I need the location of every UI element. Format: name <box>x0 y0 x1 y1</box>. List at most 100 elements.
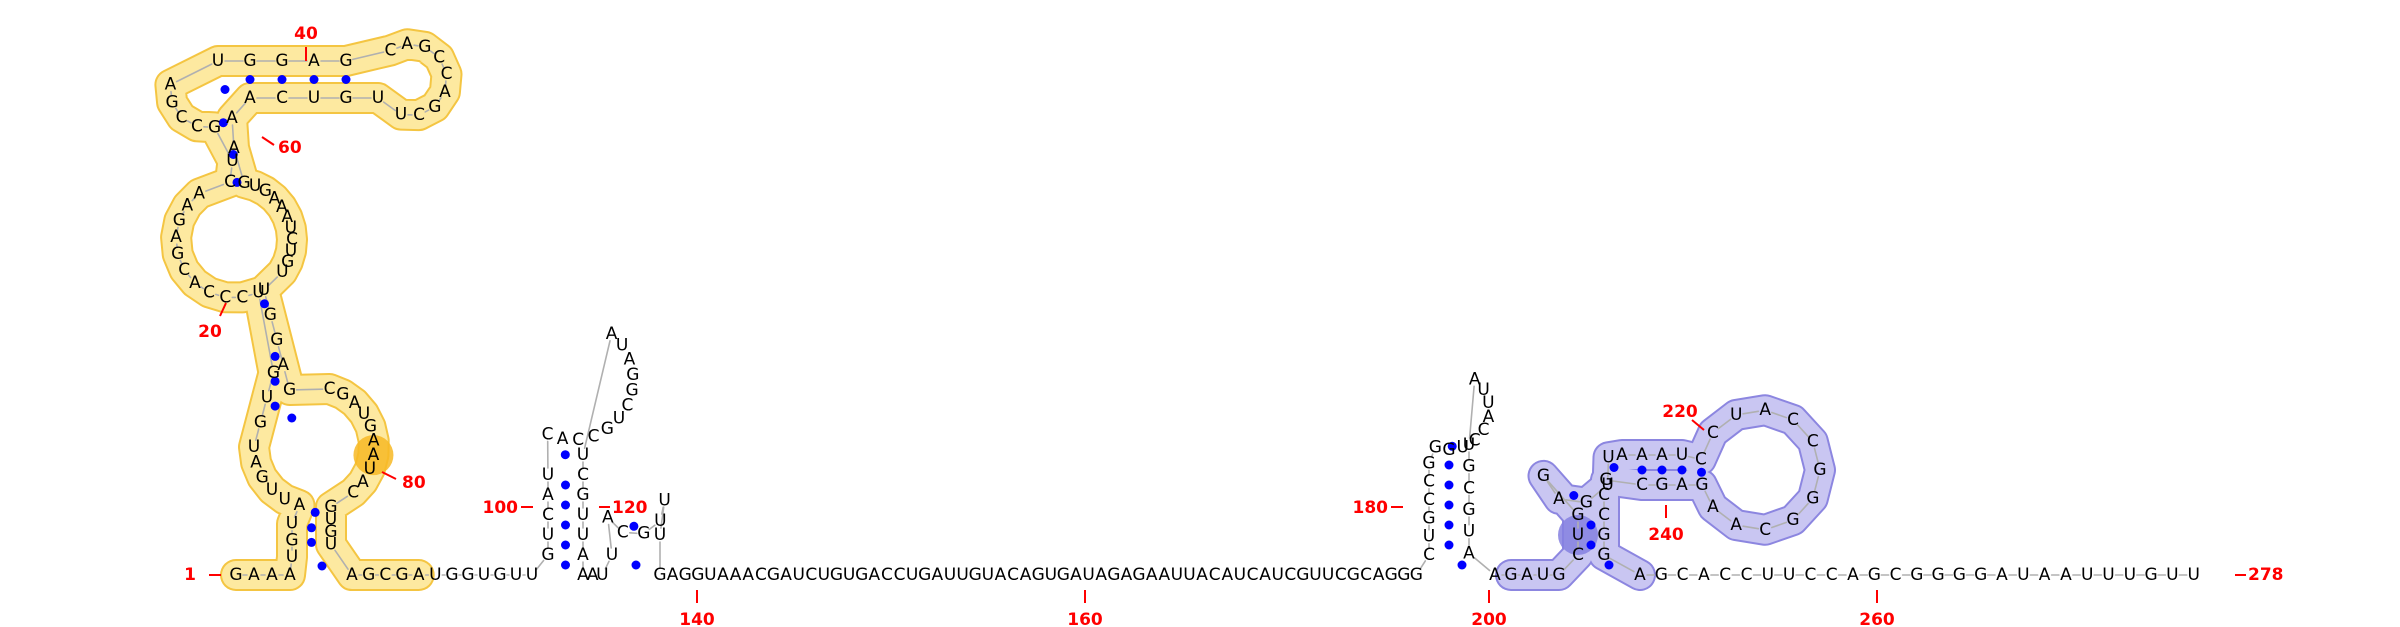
nucleotide: A <box>1759 400 1771 420</box>
nucleotide: C <box>1478 420 1490 440</box>
nucleotide: G <box>461 565 474 585</box>
nucleotide: G <box>259 181 272 201</box>
nucleotide: G <box>1910 565 1923 585</box>
base-pair-dot <box>560 450 570 460</box>
backbone-link <box>255 428 260 442</box>
backbone-link <box>351 51 385 61</box>
nucleotide: U <box>818 565 830 585</box>
nucleotide: A <box>624 350 636 370</box>
nucleotide: G <box>918 565 931 585</box>
nucleotide: A <box>1707 497 1719 517</box>
nucleotide: A <box>189 273 201 293</box>
nucleotide: U <box>2102 565 2114 585</box>
nucleotide: U <box>956 565 968 585</box>
nucleotide: U <box>1676 445 1688 465</box>
nucleotide: A <box>1095 565 1107 585</box>
nucleotide: C <box>1890 565 1902 585</box>
nucleotide: U <box>429 565 441 585</box>
nucleotide: A <box>170 227 182 247</box>
backbone-link <box>179 259 183 265</box>
backbone-link <box>271 320 276 335</box>
backbone-link <box>248 293 253 297</box>
nucleotide: G <box>166 92 179 112</box>
base-pair-dot <box>1637 465 1647 475</box>
nucleotide: G <box>1385 565 1398 585</box>
nucleotide: G <box>626 380 639 400</box>
nucleotide: G <box>601 419 614 439</box>
nucleotide: G <box>1429 438 1442 458</box>
nucleotide: G <box>1132 565 1145 585</box>
base-pair-dot <box>1586 540 1596 550</box>
label-160: 160 <box>1067 610 1103 627</box>
nucleotide: U <box>526 565 538 585</box>
nucleotide: G <box>1347 565 1360 585</box>
nucleotide: G <box>1932 565 1945 585</box>
base-pair-dot <box>307 523 316 533</box>
nucleotide: A <box>1847 565 1859 585</box>
backbone-link <box>1688 455 1695 459</box>
base-pair-dot <box>561 520 570 530</box>
nucleotide: U <box>704 565 716 585</box>
nucleotide: U <box>654 525 666 545</box>
backbone-link <box>628 531 638 535</box>
nucleotide: G <box>767 565 780 585</box>
nucleotide: G <box>969 565 982 585</box>
nucleotide: G <box>1655 475 1668 495</box>
numbering: 1 20 40 60 80 100 120 140 160 180 200 22… <box>184 24 2283 627</box>
nucleotide: U <box>542 525 554 545</box>
base-pair-dot <box>561 480 570 490</box>
nucleotide: A <box>931 565 943 585</box>
nucleotide: C <box>1572 545 1584 565</box>
nucleotide: U <box>1537 565 1549 585</box>
nucleotide: G <box>1806 489 1819 509</box>
nucleotide: A <box>276 197 288 217</box>
nucleotide: C <box>1423 545 1435 565</box>
base-pair-dot <box>629 521 639 531</box>
base-pair-dot <box>1657 465 1667 475</box>
backbone-link <box>1563 559 1574 571</box>
nucleotide: C <box>1719 565 1731 585</box>
backbone-link <box>258 298 274 367</box>
nucleotide: A <box>165 75 177 95</box>
backbone-link <box>429 50 435 55</box>
backbone-link <box>1796 502 1809 516</box>
nucleotide: U <box>1463 522 1475 542</box>
nucleotide: U <box>1045 565 1057 585</box>
nucleotide: U <box>2124 565 2136 585</box>
backbone-link <box>1565 498 1581 503</box>
nucleotide: G <box>1580 493 1593 513</box>
nucleotide: A <box>1483 407 1495 427</box>
nucleotide: A <box>1196 565 1208 585</box>
backbone-link <box>1704 490 1711 502</box>
nucleotide: G <box>281 252 294 272</box>
nucleotide: A <box>1469 369 1481 389</box>
label-100: 100 <box>483 498 519 518</box>
nucleotide: C <box>1759 520 1771 540</box>
backbone-link <box>1546 480 1556 494</box>
base-pair-dot <box>317 561 327 571</box>
backbone-link <box>205 183 225 192</box>
nucleotide: C <box>1787 410 1799 430</box>
nucleotide: A <box>1121 565 1133 585</box>
nucleotide: G <box>1537 466 1550 486</box>
base-pair-dot <box>270 376 280 386</box>
nucleotide: U <box>1456 438 1468 458</box>
nucleotide: A <box>1521 565 1533 585</box>
nucleotide: C <box>621 395 633 415</box>
nucleotide: U <box>358 404 370 424</box>
nucleotide: U <box>542 465 554 485</box>
base-pair-dot <box>1569 491 1579 500</box>
nucleotide: G <box>1552 565 1565 585</box>
nucleotide: C <box>384 41 396 61</box>
backbone-link <box>1590 488 1603 500</box>
nucleotide: G <box>208 117 221 137</box>
label-80: 80 <box>402 473 426 493</box>
nucleotide: A <box>1489 565 1501 585</box>
nucleotide: C <box>1209 565 1221 585</box>
nucleotide: U <box>266 480 278 500</box>
nucleotide: A <box>349 393 361 413</box>
base-pair-dot <box>1697 467 1706 477</box>
nucleotide: U <box>212 51 224 71</box>
nucleotide: A <box>1656 445 1668 465</box>
nucleotide: A <box>277 355 289 375</box>
